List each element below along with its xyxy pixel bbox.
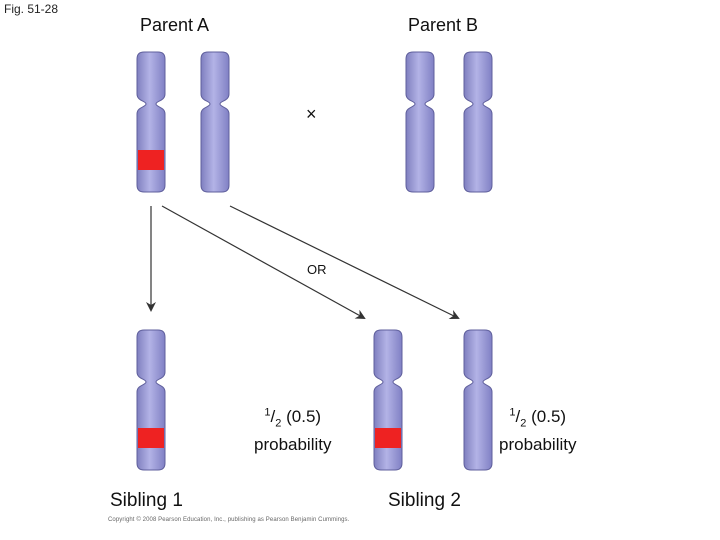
probability-label-sibling-1: 1/2 (0.5) probability	[254, 406, 332, 455]
parent-b-chromosome-1	[405, 51, 435, 193]
sibling-2-chromosome-1	[373, 329, 403, 471]
or-label: OR	[307, 262, 327, 277]
chromosome-body	[463, 329, 493, 471]
chromosome-body	[373, 329, 403, 471]
figure-label: Fig. 51-28	[4, 2, 59, 16]
chromosome-body	[200, 51, 230, 193]
probability-denominator: 2	[520, 417, 527, 430]
arrow-to-sibling-2-left	[161, 205, 366, 319]
parent-a-label: Parent A	[140, 15, 210, 35]
parent-b-label: Parent B	[408, 15, 479, 35]
parent-a-chromosome-1	[136, 51, 166, 193]
probability-denominator: 2	[275, 417, 282, 430]
sibling-2-chromosome-2	[463, 329, 493, 471]
probability-decimal: (0.5)	[531, 406, 567, 426]
chromosome-body	[136, 329, 166, 471]
probability-word: probability	[254, 435, 332, 455]
sibling-2-label: Sibling 2	[388, 490, 461, 511]
parent-a-chromosome-2	[200, 51, 230, 193]
cross-symbol: ×	[306, 104, 317, 124]
chromosome-body	[405, 51, 435, 193]
sibling-1-chromosome	[136, 329, 166, 471]
allele-marker	[138, 150, 164, 170]
chromosome-body	[463, 51, 493, 193]
chromosome-body	[136, 51, 166, 193]
parent-b-chromosome-2	[463, 51, 493, 193]
probability-numerator: 1	[264, 406, 271, 418]
arrow-to-sibling-2-right	[229, 205, 460, 319]
probability-word: probability	[499, 435, 577, 455]
allele-marker	[375, 428, 401, 448]
probability-numerator: 1	[509, 406, 516, 418]
sibling-1-label: Sibling 1	[110, 490, 183, 511]
probability-decimal: (0.5)	[286, 406, 322, 426]
allele-marker	[138, 428, 164, 448]
probability-label-sibling-2: 1/2 (0.5) probability	[499, 406, 577, 455]
copyright-notice: Copyright © 2008 Pearson Education, Inc.…	[108, 517, 350, 523]
